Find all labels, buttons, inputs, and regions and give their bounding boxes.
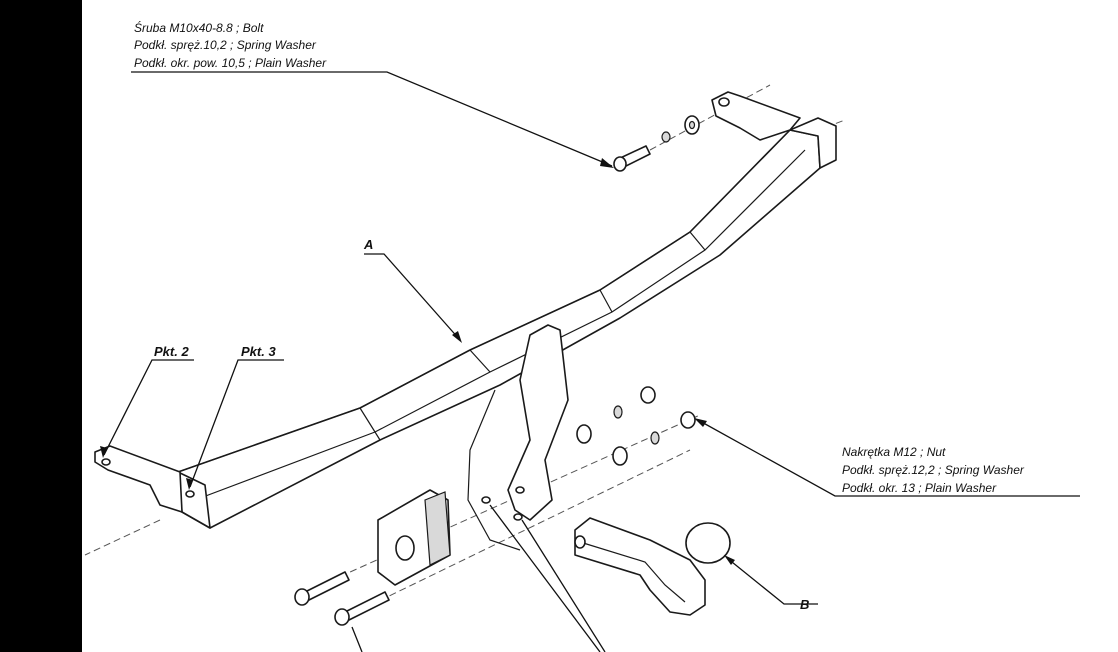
bottom-bolt-lower-head [334, 608, 350, 626]
tow-ball-hole [574, 535, 586, 549]
pkt2-label: Pkt. 2 [154, 344, 189, 359]
nut-label-line-1: Nakrętka M12 ; Nut [842, 445, 946, 459]
nut-group [576, 386, 696, 466]
plate-hole-upper [515, 486, 525, 494]
crossbar-body [177, 129, 821, 529]
plate-hole-lower [513, 513, 523, 521]
top-fastener-group [613, 115, 700, 172]
tow-ball-sphere [685, 522, 731, 564]
spring-washer-lower [650, 431, 660, 445]
leader-pkt2 [103, 359, 194, 456]
leader-nut [697, 419, 1080, 497]
assembly-axes [84, 84, 846, 616]
top-spring-washer [661, 131, 671, 143]
leader-b-arrow [724, 555, 735, 565]
leader-bottom-bolt [351, 626, 363, 652]
bolt-label-line-3: Podkł. okr. pow. 10,5 ; Plain Washer [134, 56, 327, 70]
mark-a-label: A [363, 237, 373, 252]
tow-ball-neck-edge [579, 541, 686, 603]
left-bracket [94, 445, 183, 513]
bottom-bolt-upper-head [294, 588, 310, 606]
axis-right-end [804, 119, 846, 136]
leader-nut-arrow [694, 418, 707, 427]
top-plain-washer-hole [688, 120, 696, 130]
right-bracket [711, 91, 801, 141]
axis-left-end [84, 519, 161, 556]
nut-label-line-2: Podkł. spręż.12,2 ; Spring Washer [842, 463, 1025, 477]
spring-washer-upper [613, 405, 623, 419]
right-bracket-hole [718, 97, 730, 107]
mark-b-label: B [800, 597, 809, 612]
socket-plate-face [424, 491, 451, 566]
leader-plate-right [521, 519, 606, 652]
bolt-label-line-2: Podkł. spręż.10,2 ; Spring Washer [134, 38, 317, 52]
plain-washer-upper [576, 424, 592, 444]
plate-body [507, 324, 569, 521]
leader-bolt-arrow [600, 158, 614, 168]
leader-plate-left [489, 504, 601, 652]
callout-labels: Śruba M10x40-8.8 ; Bolt Podkł. spręż.10,… [134, 20, 1025, 612]
pkt2-hole [101, 458, 111, 466]
leader-pkt3-arrow [186, 478, 193, 490]
plain-washer-lower [612, 446, 628, 466]
socket-plate [377, 489, 451, 586]
bottom-bolt-lower [344, 591, 390, 621]
leader-lines [100, 71, 1080, 652]
nut-lower [680, 411, 696, 429]
nut-upper [640, 386, 656, 404]
socket-plate-hole [395, 535, 415, 561]
leader-pkt2-arrow [100, 446, 107, 458]
bolt-label-line-1: Śruba M10x40-8.8 ; Bolt [134, 20, 264, 35]
leader-bolt [131, 71, 613, 167]
pkt3-label: Pkt. 3 [241, 344, 276, 359]
leader-a [364, 253, 461, 341]
plate-rear-hole [481, 496, 491, 504]
axis-upper-bolts [309, 414, 701, 591]
tow-ball-b [574, 517, 731, 616]
mounting-plate [467, 324, 569, 551]
pkt3-hole [185, 490, 195, 498]
axis-lower-bolts [349, 449, 691, 616]
crossbar-top-edge [177, 129, 791, 473]
bottom-bolt-upper [304, 571, 350, 601]
leader-a-arrow [452, 331, 462, 343]
leader-pkt3 [189, 359, 284, 488]
nut-label-line-3: Podkł. okr. 13 ; Plain Washer [842, 481, 997, 495]
plate-rear-outline [467, 389, 521, 551]
crossbar-segment-lines [359, 231, 706, 441]
crossbar-a [94, 91, 837, 529]
crossbar-right-end [789, 117, 837, 169]
top-bolt-head [613, 156, 627, 172]
bottom-bolts [294, 571, 390, 626]
tow-ball-neck [574, 517, 706, 616]
leader-b [726, 557, 818, 605]
